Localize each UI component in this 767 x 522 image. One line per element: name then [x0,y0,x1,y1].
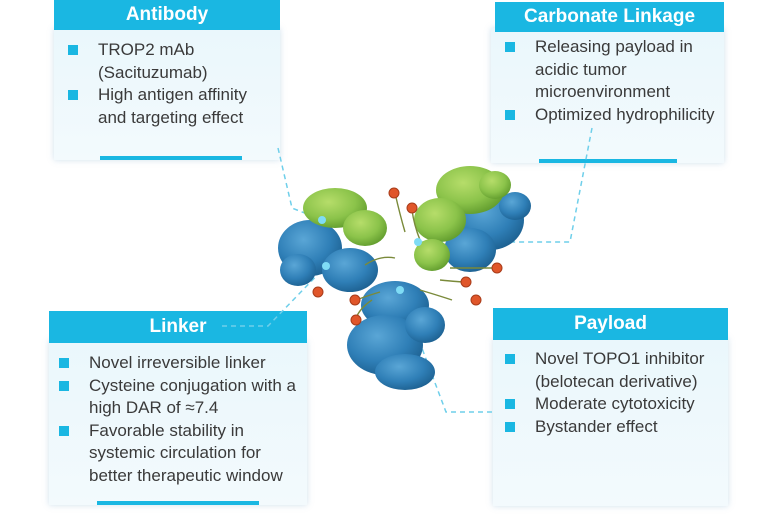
light-chain [303,166,511,271]
card-underline [97,501,259,505]
bullet-text: Favorable stability in systemic circulat… [89,420,283,485]
payload-bullets: Novel TOPO1 inhibitor (belotecan derivat… [505,348,727,438]
bullet-square-icon [59,358,69,368]
linker-bullets: Novel irreversible linker Cysteine conju… [59,352,305,487]
linker-strands [351,192,492,319]
card-underline [100,156,242,160]
linker-title: Linker [49,311,307,343]
linker-card: Novel irreversible linker Cysteine conju… [49,340,307,505]
bullet-square-icon [68,90,78,100]
bullet-square-icon [505,109,515,120]
antibody-bullets: TROP2 mAb (Sacituzumab) High antigen aff… [68,39,278,129]
list-item: Novel TOPO1 inhibitor (belotecan derivat… [505,348,727,393]
list-item: High antigen affinity and targeting effe… [68,84,278,129]
payload-leader-line [399,289,492,413]
list-item: Favorable stability in systemic circulat… [59,420,305,488]
bullet-square-icon [59,425,69,436]
annotation-dots [318,216,422,294]
bullet-text: TROP2 mAb (Sacituzumab) [98,40,208,82]
linker-leader-line [222,265,327,327]
bullet-text: Cysteine conjugation with a high DAR of … [89,375,296,418]
bullet-square-icon [505,421,515,432]
antibody-title: Antibody [54,0,280,30]
list-item: Bystander effect [505,416,727,439]
carbonate-linkage-title: Carbonate Linkage [495,2,724,32]
antibody-card: TROP2 mAb (Sacituzumab) High antigen aff… [54,28,280,160]
bullet-text: Releasing payload in acidic tumor microe… [535,37,693,101]
list-item: TROP2 mAb (Sacituzumab) [68,39,278,84]
bullet-text: High antigen affinity and targeting effe… [98,85,248,127]
list-item: Cysteine conjugation with a high DAR of … [59,375,305,420]
bullet-text: Bystander effect [535,416,658,436]
carbonate-linkage-bullets: Releasing payload in acidic tumor microe… [505,36,715,126]
payload-title: Payload [493,308,728,340]
card-underline [539,159,677,163]
bullet-square-icon [505,42,515,52]
bullet-square-icon [59,380,69,391]
bullet-square-icon [68,45,78,55]
bullet-text: Novel irreversible linker [89,353,266,372]
list-item: Optimized hydrophilicity [505,104,715,127]
bullet-text: Novel TOPO1 inhibitor (belotecan derivat… [535,349,705,391]
payload-card: Novel TOPO1 inhibitor (belotecan derivat… [493,338,728,506]
list-item: Releasing payload in acidic tumor microe… [505,36,715,104]
payload-molecules [312,187,503,326]
bullet-text: Optimized hydrophilicity [535,104,715,124]
list-item: Novel irreversible linker [59,352,305,375]
bullet-square-icon [505,354,515,364]
bullet-text: Moderate cytotoxicity [535,394,695,413]
carbonate-linkage-card: Releasing payload in acidic tumor microe… [491,28,724,163]
bullet-square-icon [505,399,515,409]
list-item: Moderate cytotoxicity [505,393,727,416]
